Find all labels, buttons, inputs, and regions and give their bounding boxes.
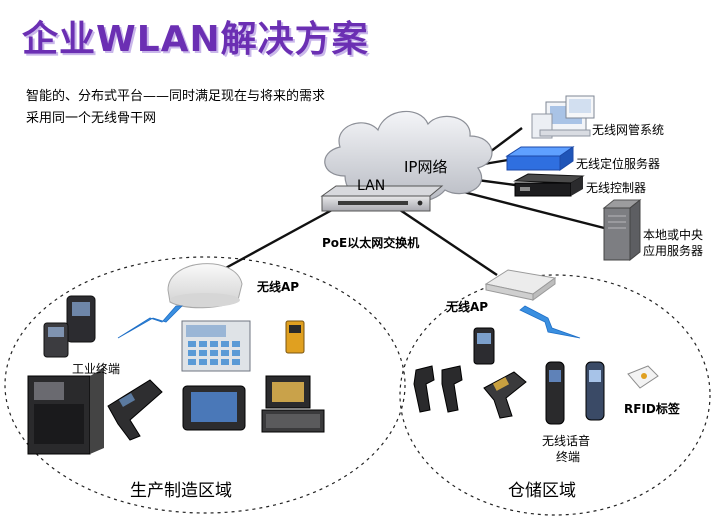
ap-dome-device xyxy=(167,263,243,309)
wireless-signal-left xyxy=(117,305,183,339)
industrial-printer xyxy=(27,368,104,455)
handheld-terminal-left xyxy=(43,295,96,358)
wireless-signal-right xyxy=(519,305,581,339)
production-zone-boundary xyxy=(4,256,406,514)
voice-terminal-label-line-1: 无线话音 xyxy=(542,434,591,448)
location-server-label: 无线定位服务器 xyxy=(576,157,661,171)
switch-label: PoE以太网交换机 xyxy=(322,236,420,250)
production-ap-label: 无线AP xyxy=(257,280,300,294)
warehouse-zone-label: 仓储区域 xyxy=(508,481,576,501)
subtitle-line-1: 智能的、分布式平台——同时满足现在与将来的需求 xyxy=(26,89,326,104)
rfid-tag-label: RFID标签 xyxy=(624,402,680,416)
poe-switch-device xyxy=(320,185,444,212)
warehouse-pda xyxy=(473,327,495,365)
location-server-device xyxy=(505,146,575,171)
rfid-tag-device xyxy=(627,365,659,389)
industrial-terminal-label: 工业终端 xyxy=(72,362,121,376)
mobile-computer-gun xyxy=(483,371,527,419)
nms-label: 无线网管系统 xyxy=(592,123,665,137)
barcode-scanner-2 xyxy=(441,365,463,413)
voice-phone-1 xyxy=(545,361,565,425)
voice-phone-2 xyxy=(585,361,605,421)
wireless-controller-device xyxy=(513,173,585,197)
nms-workstation xyxy=(531,95,595,139)
keypad-terminal xyxy=(181,320,251,372)
app-server-tower xyxy=(602,198,642,262)
subtitle-line-2: 采用同一个无线骨干网 xyxy=(26,111,157,126)
rugged-tablet xyxy=(182,385,246,431)
vehicle-mount-terminal xyxy=(261,375,325,433)
controller-label: 无线控制器 xyxy=(586,181,647,195)
lan-label: LAN xyxy=(357,178,386,194)
barcode-scanner-1 xyxy=(413,365,435,413)
app-server-label-line-2: 应用服务器 xyxy=(643,244,704,258)
rugged-handheld-scanner xyxy=(107,379,163,441)
app-server-label-line-1: 本地或中央 xyxy=(643,228,704,242)
warehouse-zone-boundary xyxy=(399,274,711,516)
warehouse-ap-label: 无线AP xyxy=(446,300,489,314)
page-title: 企业WLAN解决方案 xyxy=(22,19,369,60)
voice-terminal-label-line-2: 终端 xyxy=(556,450,581,464)
ap-flat-device xyxy=(484,269,557,301)
production-zone-label: 生产制造区域 xyxy=(130,481,232,501)
ip-network-label: IP网络 xyxy=(404,158,448,176)
meter-device xyxy=(285,320,305,354)
